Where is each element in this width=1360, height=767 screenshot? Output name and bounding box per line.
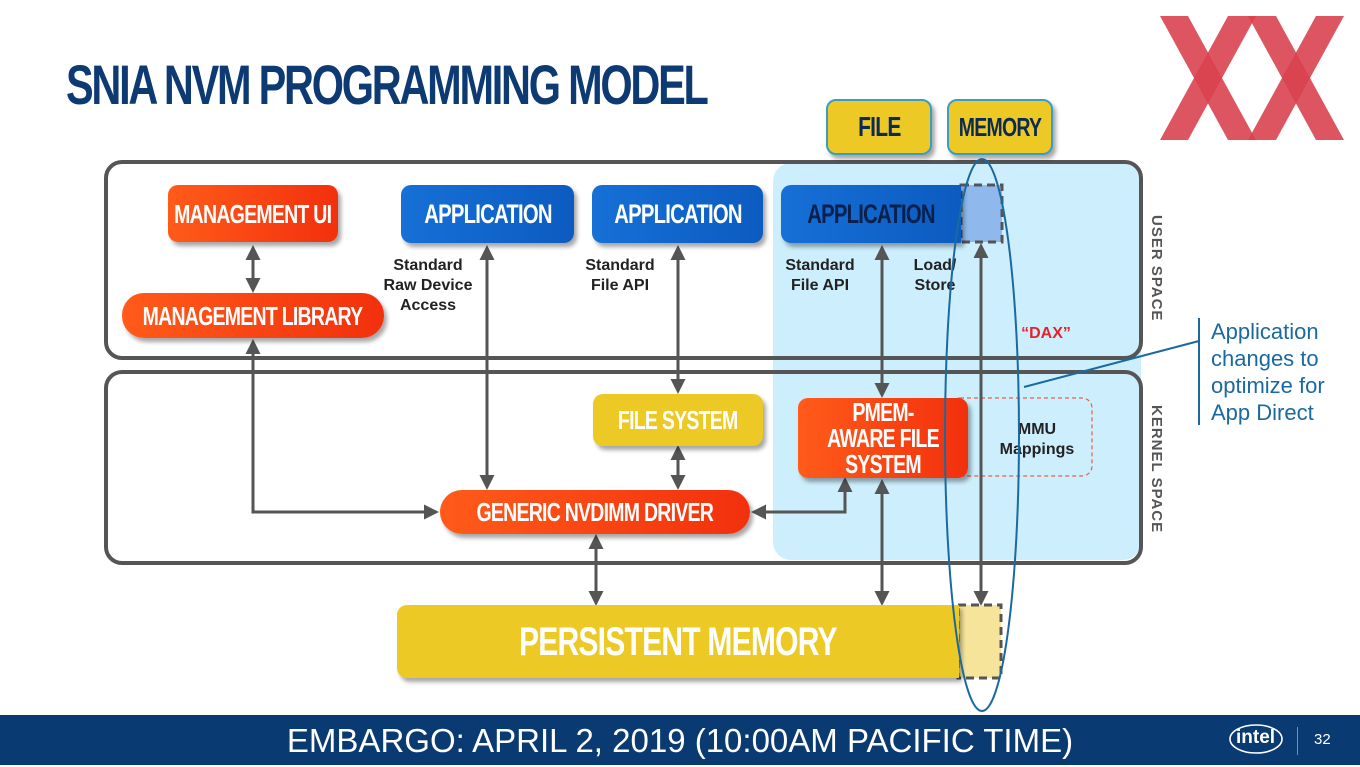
file-access-box: FILE: [826, 99, 932, 155]
management-library-block: MANAGEMENT LIBRARY: [122, 293, 384, 338]
footer-bar: [0, 715, 1360, 765]
footer-divider: [1297, 727, 1298, 755]
application-block-3: APPLICATION: [781, 185, 961, 243]
xx-logo-icon: [1160, 16, 1344, 140]
file-system-block: FILE SYSTEM: [593, 394, 763, 446]
standard-file-api-label-2: Standard File API: [785, 257, 855, 294]
slide-title: SNIA NVM PROGRAMMING MODEL: [66, 53, 709, 116]
standard-raw-label: Standard Raw Device Access: [383, 257, 473, 314]
load-store-label: Load/ Store: [913, 257, 957, 294]
kernel-space-container: [104, 370, 1143, 565]
embargo-notice: EMBARGO: APRIL 2, 2019 (10:00AM PACIFIC …: [286, 722, 1074, 759]
pmem-aware-fs-block: PMEM-AWARE FILE SYSTEM: [798, 398, 968, 478]
page-number: 32: [1314, 731, 1331, 748]
app-direct-callout: Application changes to optimize for App …: [1211, 319, 1325, 425]
management-ui-block: MANAGEMENT UI: [168, 185, 338, 242]
user-space-container: [104, 160, 1143, 360]
dax-label: “DAX”: [1021, 325, 1071, 342]
dax-ellipse-outline: [944, 158, 1020, 712]
application-block-2: APPLICATION: [592, 185, 763, 243]
memory-access-box: MEMORY: [947, 99, 1053, 155]
app-memory-region: [959, 183, 1004, 244]
generic-nvdimm-driver-block: GENERIC NVDIMM DRIVER: [440, 490, 750, 534]
persistent-memory-block: PERSISTENT MEMORY: [397, 605, 959, 678]
intel-logo-icon: intel: [1228, 722, 1284, 756]
user-space-label: USER SPACE: [1148, 215, 1165, 322]
standard-file-api-label-1: Standard File API: [585, 257, 655, 294]
kernel-space-label: KERNEL SPACE: [1148, 405, 1165, 534]
application-block-1: APPLICATION: [401, 185, 574, 243]
